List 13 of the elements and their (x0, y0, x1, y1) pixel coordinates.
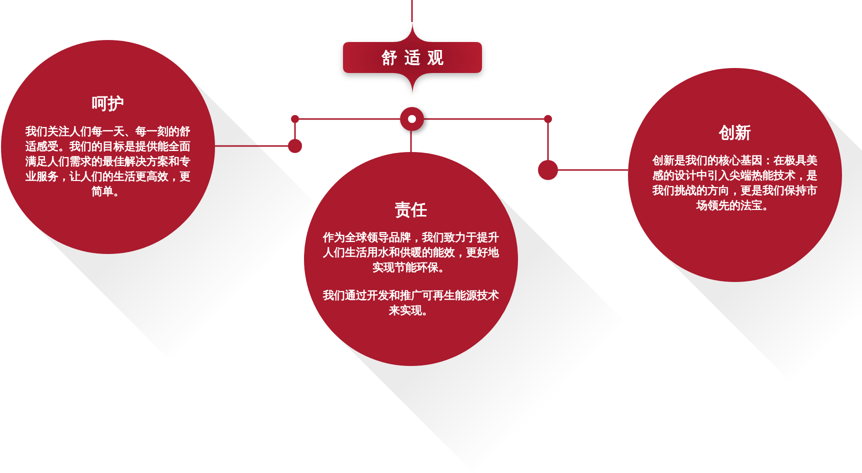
connector-line (215, 118, 400, 147)
node-description: 我们通过开发和推广可再生能源技术来实现。 (322, 288, 500, 318)
node-title: 责任 (395, 200, 427, 220)
node-title: 创新 (719, 123, 751, 143)
connector-line (411, 0, 413, 22)
node-description: 我们关注人们每一天、每一刻的舒适感受。我们的目标是提供能全面满足人们需求的最佳解决方案和专业服务，让人们的生活更高效，更简单。 (24, 124, 192, 198)
node-title: 呵护 (92, 94, 124, 114)
node-description: 作为全球领导品牌，我们致力于提升人们生活用水和供暖的能效，更好地实现节能环保。 (322, 230, 500, 275)
connector-line (424, 118, 628, 171)
hub-ring (400, 107, 424, 131)
banner-title: 舒适观 (380, 50, 450, 66)
connector-line (410, 131, 412, 152)
node-description: 创新是我们的核心基因：在极具美感的设计中引入尖端热能技术，是我们挑战的方向，更是我们保持市场领先的法宝。 (651, 153, 818, 213)
